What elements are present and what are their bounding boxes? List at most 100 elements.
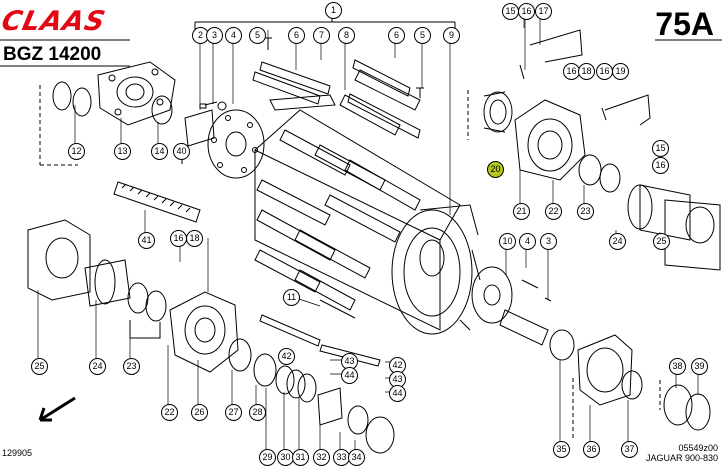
flight-8 — [347, 93, 421, 139]
stub-shaft-2 — [184, 109, 265, 179]
callout-27: 27 — [225, 404, 242, 421]
callout-31: 31 — [292, 449, 309, 466]
callout-18-left: 18 — [186, 230, 203, 247]
page-code: 75A — [655, 6, 714, 42]
callout-16-left: 16 — [170, 230, 187, 247]
callout-19: 19 — [612, 63, 629, 80]
callout-11: 11 — [283, 289, 300, 306]
callout-1: 1 — [325, 2, 342, 19]
callout-32: 32 — [313, 449, 330, 466]
o-ring-34 — [365, 416, 395, 454]
callout-23-left: 23 — [123, 358, 140, 375]
housing-21 — [514, 99, 586, 181]
strip-42a — [259, 314, 321, 347]
ring-38 — [663, 384, 693, 426]
ring-30 — [286, 369, 306, 399]
callout-39: 39 — [691, 358, 708, 375]
group-bracket — [194, 14, 456, 30]
seal-27 — [228, 338, 252, 372]
callout-8: 8 — [338, 27, 355, 44]
flight-7 — [259, 61, 331, 95]
callout-17: 17 — [535, 3, 552, 20]
figure-code-right-top: 05549z00 — [678, 443, 718, 453]
sleeve-24 — [639, 184, 691, 241]
callout-38: 38 — [669, 358, 686, 375]
figure-code-left: 129905 — [2, 448, 33, 458]
callout-40: 40 — [173, 143, 190, 160]
callout-12: 12 — [68, 143, 85, 160]
callout-26: 26 — [191, 404, 208, 421]
ring-23b — [599, 163, 621, 193]
seal-ring-12 — [52, 81, 72, 111]
seal-ring-14 — [151, 95, 173, 125]
ring-23c — [127, 282, 149, 314]
leader-lines — [37, 14, 699, 455]
callout-21: 21 — [513, 203, 530, 220]
callout-5: 5 — [249, 27, 266, 44]
bolt-3b — [521, 279, 552, 302]
flange-bearing-13 — [97, 61, 176, 126]
callout-3: 3 — [206, 27, 223, 44]
bolt-3 — [199, 101, 218, 109]
callout-25: 25 — [653, 233, 670, 250]
callout-41: 41 — [138, 232, 155, 249]
callout-44: 44 — [341, 367, 358, 384]
bearing-20 — [483, 91, 513, 133]
washer-4 — [217, 101, 227, 111]
callout-6b: 6 — [388, 27, 405, 44]
housing-26 — [169, 291, 239, 373]
callout-35: 35 — [553, 441, 570, 458]
callout-4b: 4 — [519, 233, 536, 250]
bearing-block-25-left — [27, 219, 91, 301]
callout-29: 29 — [259, 449, 276, 466]
callout-34: 34 — [348, 449, 365, 466]
callout-24: 24 — [609, 233, 626, 250]
callout-7: 7 — [313, 27, 330, 44]
callout-4: 4 — [225, 27, 242, 44]
ring-39 — [685, 393, 711, 431]
leader-dashed — [39, 85, 78, 166]
callout-13: 13 — [114, 143, 131, 160]
callout-15: 15 — [502, 3, 519, 20]
callout-6: 6 — [288, 27, 305, 44]
callout-14: 14 — [151, 143, 168, 160]
callout-36: 36 — [583, 441, 600, 458]
callout-42b: 42 — [389, 357, 406, 374]
model-label: BGZ 14200 — [3, 44, 102, 65]
callout-3b: 3 — [540, 233, 557, 250]
flight-6a — [252, 71, 321, 105]
callout-37: 37 — [621, 441, 638, 458]
callout-10: 10 — [499, 233, 516, 250]
seal-35 — [549, 329, 575, 361]
callout-22-left: 22 — [161, 404, 178, 421]
bracket-23 — [129, 320, 161, 339]
callout-20-highlighted: 20 — [487, 161, 504, 178]
callout-16: 16 — [518, 3, 535, 20]
shaft-10 — [471, 266, 549, 346]
callout-23: 23 — [577, 203, 594, 220]
bearing-32 — [317, 387, 343, 426]
figure-code-right-bottom: JAGUAR 900-830 — [645, 453, 718, 463]
figure-code-right: 05549z00 JAGUAR 900-830 — [646, 443, 718, 463]
callout-15b: 15 — [652, 140, 669, 157]
ring-23a — [578, 154, 602, 186]
strip-42b — [319, 344, 381, 367]
callout-5b: 5 — [414, 27, 431, 44]
bolt-5b — [416, 87, 424, 98]
callout-42: 42 — [278, 348, 295, 365]
callout-25-left: 25 — [31, 358, 48, 375]
flight-6b — [352, 59, 411, 97]
callout-28: 28 — [249, 404, 266, 421]
ring-31 — [297, 373, 317, 403]
hydraulic-line-17 — [529, 29, 583, 63]
callout-16c: 16 — [596, 63, 613, 80]
ring-29 — [275, 365, 295, 395]
seal-ring-12b — [72, 87, 92, 117]
feed-drum — [254, 69, 481, 335]
callout-44b: 44 — [389, 385, 406, 402]
direction-arrow — [38, 396, 76, 422]
hydraulic-line-19 — [604, 94, 651, 126]
callout-16b: 16 — [563, 63, 580, 80]
